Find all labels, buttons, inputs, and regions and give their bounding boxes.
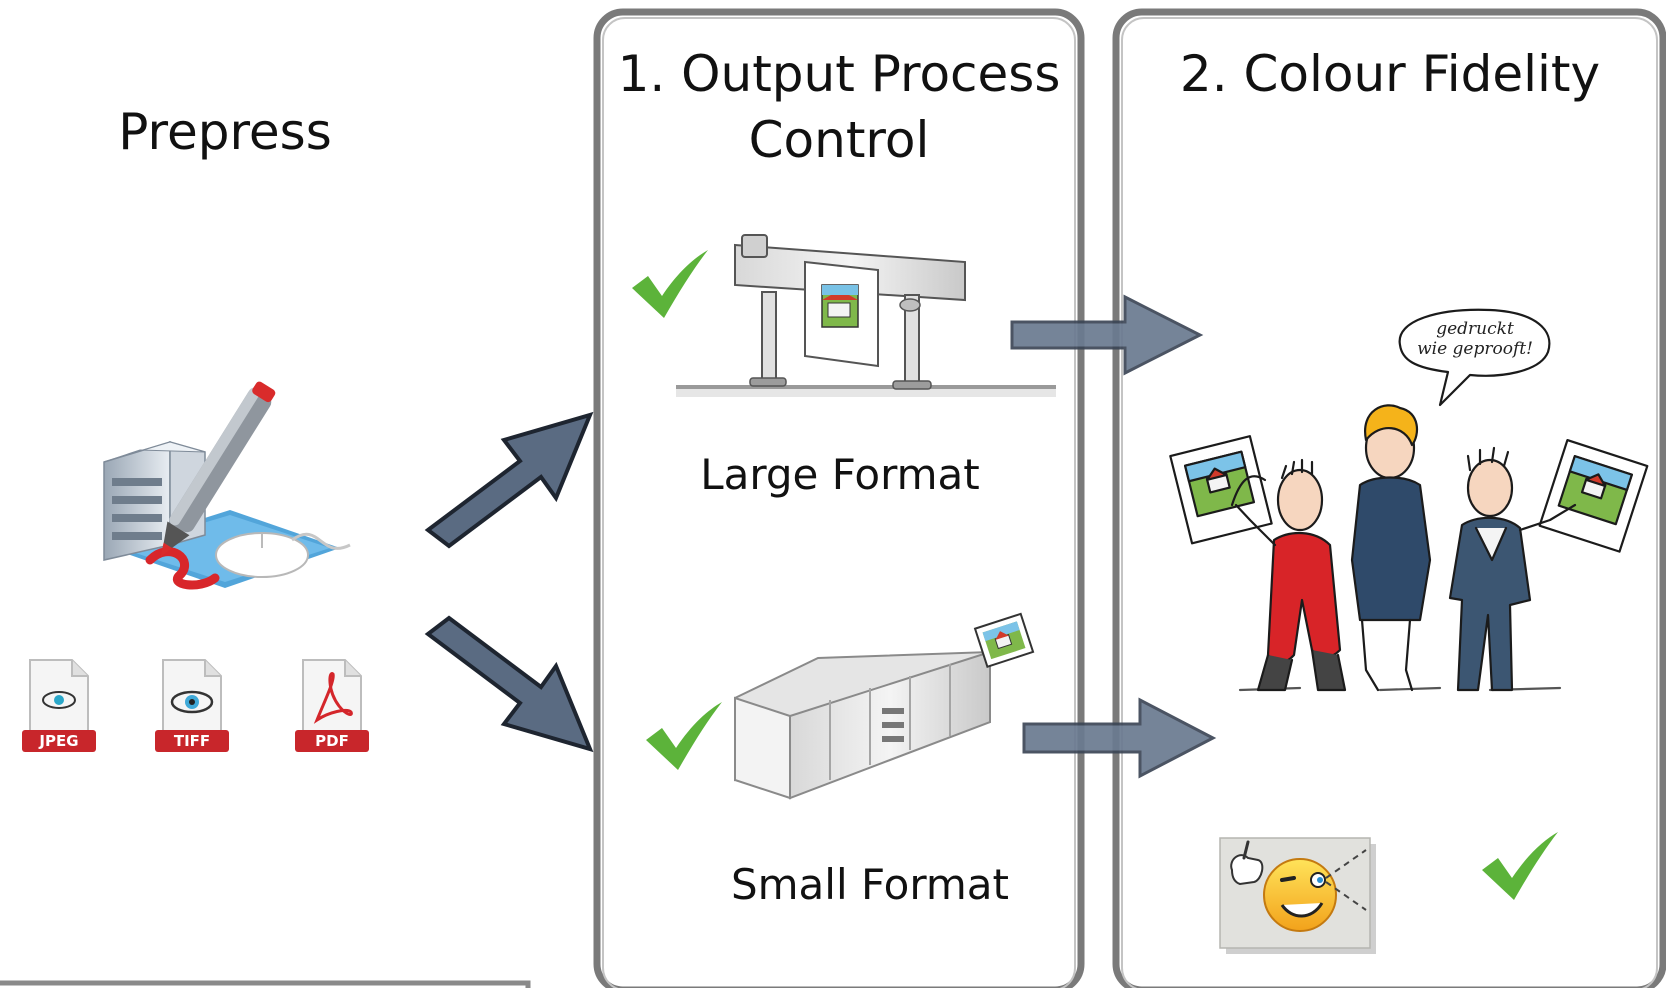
output-process-panel [593,8,1085,988]
large-format-printer-icon [676,234,1056,397]
speech-bubble-text-line2: wie geprooft! [1417,339,1533,359]
colour-fidelity-panel-inner [1121,17,1658,988]
jpeg-badge-label: JPEG [39,732,79,750]
pdf-badge-label: PDF [315,732,349,750]
colour-fidelity-check-icon [1482,832,1558,900]
output-process-title-line2: Control [748,111,930,169]
small-format-printer-icon [734,612,1035,800]
large-format-label: Large Format [700,450,980,499]
pdf-file-icon [295,659,369,752]
tiff-badge-label: TIFF [173,732,211,750]
small-format-check-icon [646,702,722,770]
cartoon-people-illustration [1169,308,1649,692]
colour-fidelity-panel [1112,8,1666,988]
arrow-large-to-fidelity [1010,294,1204,376]
bottom-left-box [0,980,531,988]
large-format-check-icon [632,250,708,318]
jpeg-file-icon [22,659,96,752]
small-format-label: Small Format [730,860,1009,909]
prepress-title: Prepress [118,103,332,161]
output-process-title-line1: 1. Output Process [617,45,1061,103]
output-process-panel-inner [602,17,1076,988]
tiff-file-icon [155,659,229,752]
arrow-small-to-fidelity [1022,697,1217,779]
winking-smiley-icon [1219,837,1376,954]
colour-fidelity-title: 2. Colour Fidelity [1179,45,1601,103]
speech-bubble-text-line1: gedruckt [1436,319,1514,339]
speech-bubble [1398,308,1551,407]
design-app-icon [103,381,351,590]
arrow-to-large-format [424,411,594,549]
arrow-to-small-format [424,615,594,753]
